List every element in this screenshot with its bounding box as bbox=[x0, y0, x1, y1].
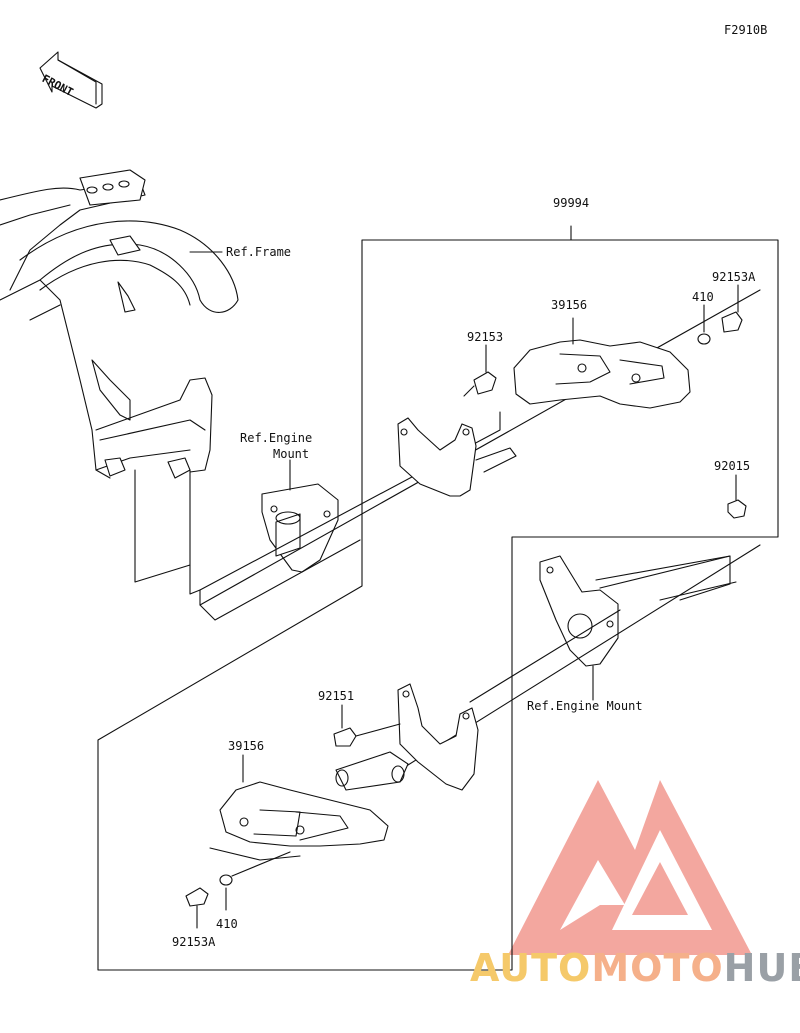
bolt-92153 bbox=[463, 371, 497, 397]
slider-bracket-lower bbox=[335, 683, 479, 791]
part-number-92153A-upper: 92153A bbox=[712, 270, 756, 284]
frame-slider-lower bbox=[209, 781, 389, 861]
bolt-92153A-lower bbox=[185, 887, 209, 907]
part-number-92015: 92015 bbox=[714, 459, 751, 473]
bolt-92153A-upper bbox=[721, 311, 743, 333]
watermark-text: AUTOMOTOHUB bbox=[470, 948, 800, 988]
front-arrow-icon bbox=[39, 51, 103, 109]
ref-engine-mount-lower-label: Ref.Engine Mount bbox=[527, 699, 643, 713]
frame-slider-upper bbox=[513, 339, 691, 409]
kit-outline-upper bbox=[97, 225, 779, 971]
part-number-92151: 92151 bbox=[318, 689, 355, 703]
part-number-99994: 99994 bbox=[553, 196, 590, 210]
watermark-text-moto: MOTO bbox=[591, 946, 724, 990]
figure-code: F2910B bbox=[724, 23, 768, 37]
nut-92015 bbox=[727, 499, 747, 519]
ref-engine-mount-upper-line1: Ref.Engine bbox=[240, 431, 313, 445]
watermark-logo bbox=[508, 780, 752, 955]
ref-frame-label: Ref.Frame bbox=[226, 245, 292, 259]
watermark-text-hub: HUB bbox=[723, 946, 800, 990]
part-number-410-upper: 410 bbox=[692, 290, 714, 304]
part-number-410-lower: 410 bbox=[216, 917, 238, 931]
watermark-text-auto: AUTO bbox=[470, 946, 592, 990]
washer-410-upper bbox=[697, 333, 711, 345]
ref-engine-mount-upper-line2: Mount bbox=[273, 447, 310, 461]
part-number-39156-lower: 39156 bbox=[228, 739, 265, 753]
part-number-92153: 92153 bbox=[467, 330, 504, 344]
engine-mount-upper bbox=[261, 483, 339, 573]
frame-drawing bbox=[0, 169, 239, 595]
part-number-39156-upper: 39156 bbox=[551, 298, 588, 312]
washer-410-lower bbox=[219, 874, 233, 886]
bolt-92151 bbox=[333, 727, 357, 747]
slider-bracket-upper bbox=[397, 417, 517, 497]
part-number-92153A-lower: 92153A bbox=[172, 935, 216, 949]
engine-mount-lower bbox=[539, 555, 619, 667]
